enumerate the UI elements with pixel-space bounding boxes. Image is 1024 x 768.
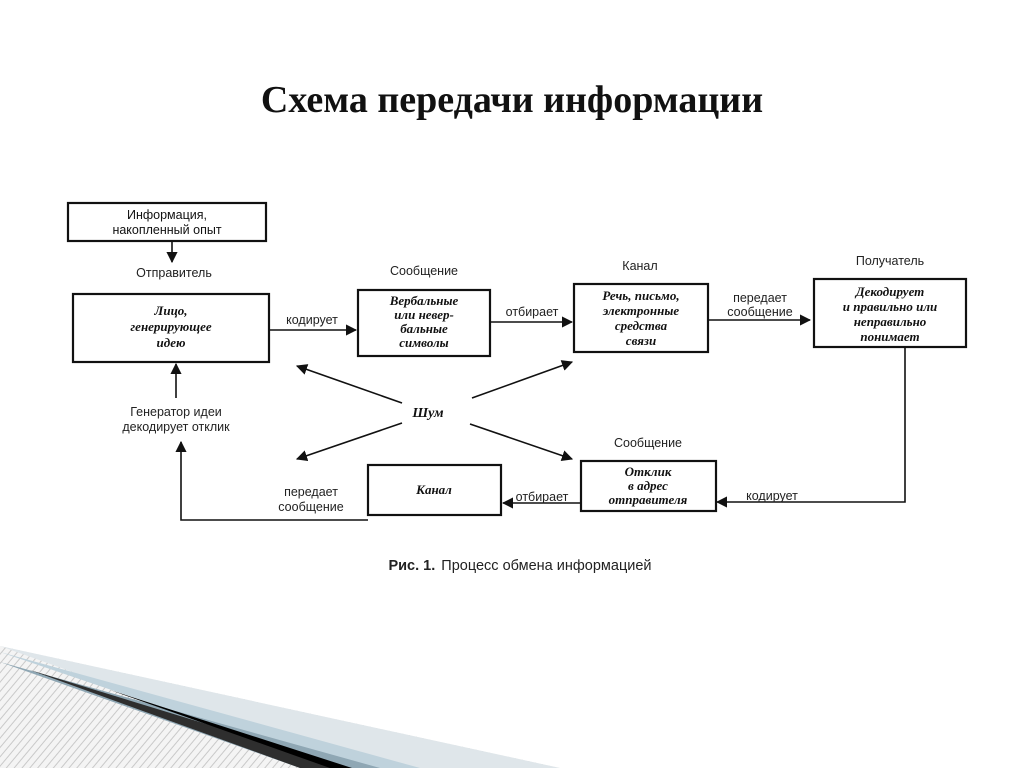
transmit-label-2: сообщение	[727, 305, 792, 319]
experience-line-2: накопленный опыт	[112, 223, 221, 237]
channel-forward-line-4: связи	[626, 333, 656, 348]
noise-label: Шум	[411, 406, 444, 421]
caption-prefix: Рис. 1.	[388, 558, 435, 574]
symbols-line-4: символы	[399, 335, 448, 350]
receiver-line-3: неправильно	[854, 314, 927, 329]
noise-arrow-sender	[295, 364, 403, 404]
noise-arrow-response	[469, 423, 574, 462]
receiver-box: Декодирует и правильно или неправильно п…	[812, 277, 968, 349]
experience-box: Информация, накопленный опыт	[66, 201, 268, 243]
symbols-line-1: Вербальные	[389, 293, 459, 308]
experience-line-1: Информация,	[127, 208, 207, 222]
sender-line-1: Лицо,	[153, 303, 187, 318]
symbols-line-2: или невер-	[394, 307, 454, 322]
response-box: Отклик в адрес отправителя	[579, 459, 718, 513]
channel-forward-line-1: Речь, письмо,	[602, 288, 679, 303]
encodes-bottom-label: кодирует	[746, 489, 798, 503]
response-line-1: Отклик	[625, 464, 672, 479]
channel-back-box: Канал	[366, 463, 503, 517]
noise-arrow-channel	[471, 360, 574, 399]
channel-forward-line-2: электронные	[602, 303, 679, 318]
sender-label: Отправитель	[136, 266, 212, 280]
sender-line-2: генерирующее	[130, 319, 211, 334]
encode-label: кодирует	[286, 313, 338, 327]
symbols-box: Вербальные или невер- бальные символы	[356, 288, 492, 358]
message-bottom-label: Сообщение	[614, 436, 682, 450]
symbols-line-3: бальные	[400, 321, 448, 336]
channel-back-text: Канал	[415, 482, 452, 497]
channel-top-label: Канал	[622, 259, 657, 273]
sender-line-3: идею	[157, 335, 186, 350]
generator-label-1: Генератор идеи	[130, 405, 222, 419]
noise-arrow-back-channel	[295, 422, 403, 462]
response-line-2: в адрес	[628, 478, 668, 493]
transmit-bottom-label-2: сообщение	[278, 500, 343, 514]
channel-forward-box: Речь, письмо, электронные средства связи	[572, 282, 710, 354]
transmit-bottom-label-1: передает	[284, 485, 338, 499]
caption-text: Процесс обмена информацией	[441, 558, 651, 574]
message-top-label: Сообщение	[390, 264, 458, 278]
receiver-line-1: Декодирует	[855, 284, 925, 299]
figure-caption: Рис. 1. Процесс обмена информацией	[388, 558, 651, 574]
select-label: отбирает	[506, 305, 559, 319]
slide-title: Схема передачи информации	[260, 79, 764, 121]
selects-bottom-label: отбирает	[516, 490, 569, 504]
response-line-3: отправителя	[609, 492, 688, 507]
feedback-return-line	[175, 440, 368, 521]
receiver-line-4: понимает	[860, 329, 919, 344]
feedback-encode-line	[715, 347, 906, 508]
generator-label-2: декодирует отклик	[122, 420, 230, 434]
channel-forward-line-3: средства	[615, 318, 668, 333]
receiver-label: Получатель	[856, 254, 924, 268]
transmit-label-1: передает	[733, 291, 787, 305]
sender-box: Лицо, генерирующее идею	[71, 292, 271, 364]
receiver-line-2: и правильно или	[843, 299, 937, 314]
